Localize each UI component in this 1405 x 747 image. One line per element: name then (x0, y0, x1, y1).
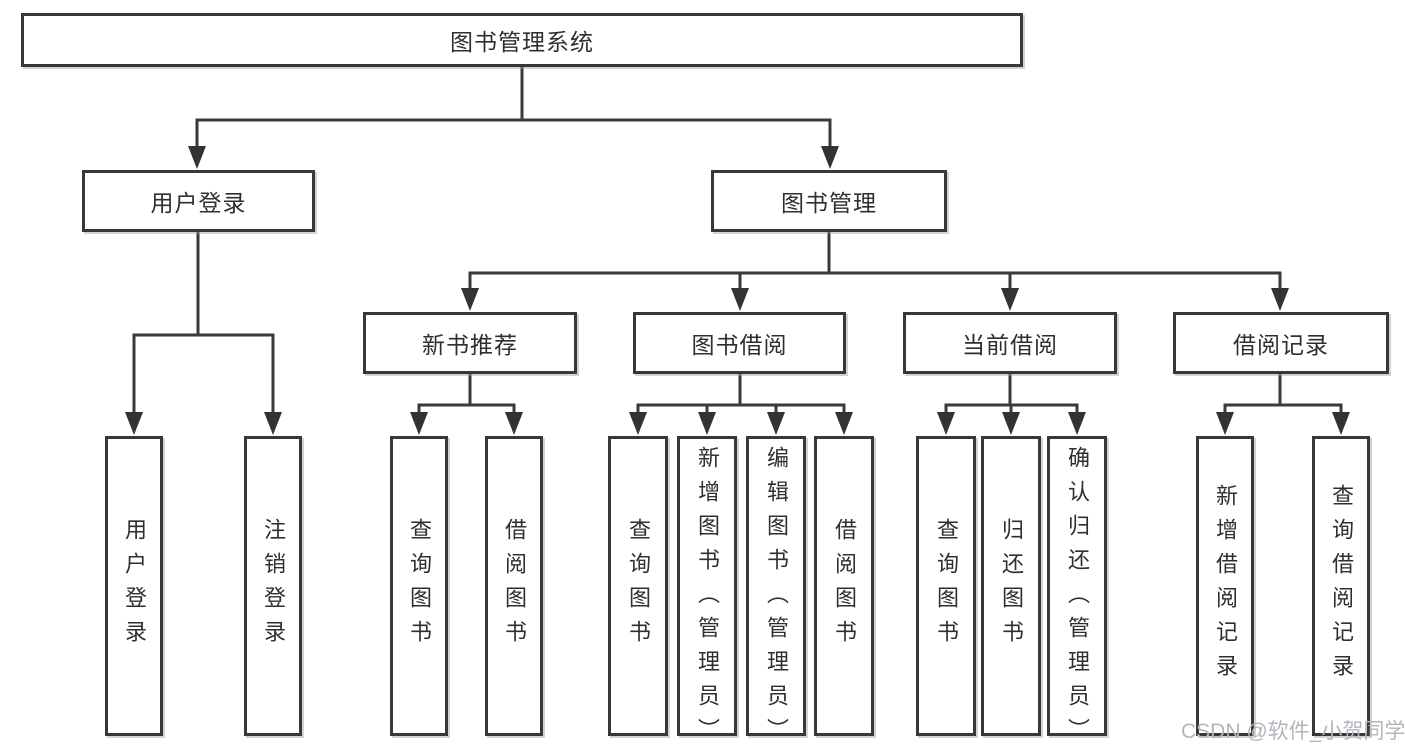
arrowhead (410, 412, 428, 435)
arrowhead (264, 412, 282, 435)
node-label: 用户登录 (122, 518, 147, 654)
connector-management-to-level3 (461, 230, 1289, 311)
arrowhead (937, 412, 955, 435)
node-label: 借阅图书 (832, 518, 857, 654)
node-label: 查询图书 (626, 518, 651, 654)
leaf-current-return-books: 归还图书 (981, 436, 1041, 736)
arrowhead (731, 288, 749, 311)
arrowhead (1001, 288, 1019, 311)
connector-recommend-group (410, 372, 523, 435)
connector-login-group (125, 230, 282, 435)
node-label: 归还图书 (999, 518, 1024, 654)
leaf-records-query-record: 查询借阅记录 (1312, 436, 1370, 736)
node-label: 查询借阅记录 (1329, 484, 1354, 688)
arrowhead (1068, 412, 1086, 435)
node-label: 新增借阅记录 (1213, 484, 1238, 688)
leaf-current-confirm-return-admin: 确认归还（管理员） (1047, 436, 1107, 747)
leaf-borrow-edit-books-admin: 编辑图书（管理员） (746, 436, 806, 747)
leaf-user-login: 用户登录 (105, 436, 163, 736)
connector-current-group (937, 372, 1086, 435)
node-new-book-recommend: 新书推荐 (363, 312, 577, 374)
connector-records-group (1216, 372, 1350, 435)
connector-borrow-group (629, 372, 853, 435)
arrowhead (821, 146, 839, 169)
arrowhead (461, 288, 479, 311)
leaf-borrow-query-books: 查询图书 (608, 436, 668, 736)
node-label: 当前借阅 (962, 332, 1058, 358)
node-book-borrow: 图书借阅 (633, 312, 846, 374)
leaf-current-query-books: 查询图书 (916, 436, 976, 736)
node-label: 图书管理系统 (450, 29, 594, 55)
node-label: 借阅图书 (502, 518, 527, 654)
node-label: 图书借阅 (691, 332, 788, 358)
node-current-borrow: 当前借阅 (903, 312, 1117, 374)
arrowhead (1216, 412, 1234, 435)
node-borrow-records: 借阅记录 (1173, 312, 1389, 374)
leaf-borrow-add-books-admin: 新增图书（管理员） (677, 436, 737, 747)
arrowhead (698, 412, 716, 435)
node-label: 新增图书（管理员） (695, 446, 720, 747)
node-label: 查询图书 (934, 518, 959, 654)
leaf-logout: 注销登录 (244, 436, 302, 736)
node-user-login: 用户登录 (82, 170, 315, 232)
leaf-recommend-borrow-books: 借阅图书 (485, 436, 543, 736)
node-label: 编辑图书（管理员） (764, 446, 789, 747)
node-label: 注销登录 (261, 518, 286, 654)
arrowhead (188, 146, 206, 169)
leaf-borrow-borrow-books: 借阅图书 (814, 436, 874, 736)
csdn-watermark: CSDN @软件_小贺同学 (1181, 720, 1405, 743)
node-label: 新书推荐 (422, 332, 518, 358)
node-book-management: 图书管理 (711, 170, 947, 232)
node-library-system: 图书管理系统 (21, 13, 1023, 67)
arrowhead (1002, 412, 1020, 435)
arrowhead (505, 412, 523, 435)
arrowhead (767, 412, 785, 435)
arrowhead (1332, 412, 1350, 435)
connector-root-to-level2 (188, 66, 839, 169)
arrowhead (125, 412, 143, 435)
node-label: 用户登录 (150, 190, 247, 216)
node-label: 确认归还（管理员） (1065, 446, 1090, 747)
node-label: 查询图书 (407, 518, 432, 654)
leaf-recommend-query-books: 查询图书 (390, 436, 448, 736)
leaf-records-add-record: 新增借阅记录 (1196, 436, 1254, 736)
node-label: 借阅记录 (1233, 332, 1329, 358)
arrowhead (629, 412, 647, 435)
arrowhead (1271, 288, 1289, 311)
node-label: 图书管理 (781, 190, 877, 216)
arrowhead (835, 412, 853, 435)
